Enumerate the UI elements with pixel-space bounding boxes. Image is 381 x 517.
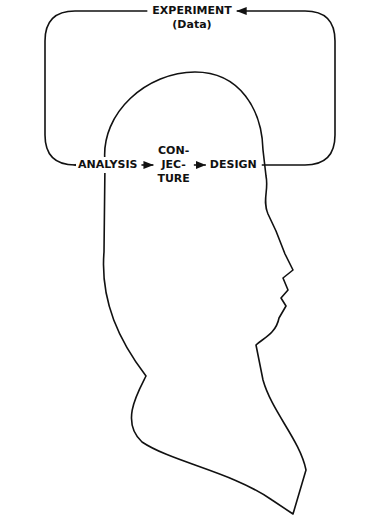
node-text: DESIGN [210, 158, 257, 172]
flow-arrow [237, 11, 335, 165]
node-text: (Data) [152, 18, 231, 32]
node-text: EXPERIMENT [152, 4, 231, 18]
node-text: ANALYSIS [78, 158, 137, 172]
node-text: CON- JEC- TURE [157, 144, 189, 185]
experiment-label: EXPERIMENT(Data) [150, 3, 233, 34]
design-label: DESIGN [208, 157, 259, 173]
conjecture-label: CON- JEC- TURE [155, 143, 191, 186]
analysis-label: ANALYSIS [76, 157, 139, 173]
flow-arrow [141, 164, 153, 166]
flow-arrow [45, 11, 147, 165]
head-outline [103, 72, 306, 514]
flow-arrow [194, 164, 206, 166]
